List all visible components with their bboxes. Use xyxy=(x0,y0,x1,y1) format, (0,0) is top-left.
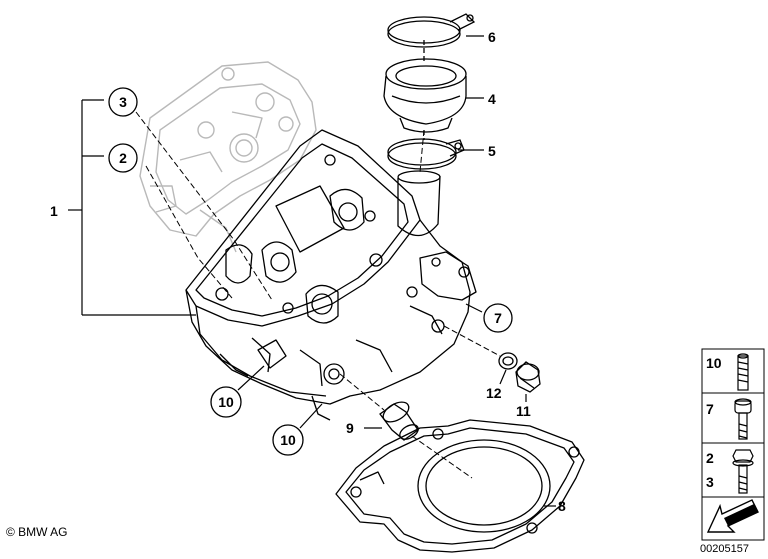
cylinder-head-gasket xyxy=(335,419,585,553)
callout-5: 5 xyxy=(488,143,496,159)
callout-10-bottom-label: 10 xyxy=(280,432,296,448)
collar-bolt-icon xyxy=(732,449,754,494)
socket-head-screw-icon xyxy=(734,398,752,440)
callout-10-left: 10 xyxy=(210,386,242,418)
callout-6: 6 xyxy=(488,29,496,45)
assembly-lines xyxy=(135,111,501,479)
hose-clamp-upper xyxy=(387,13,476,48)
callout-6-label: 6 xyxy=(488,29,496,45)
callout-8: 8 xyxy=(558,498,566,514)
ghost-cylinder-head xyxy=(139,61,317,253)
callout-9-label: 9 xyxy=(346,420,354,436)
intake-adapter xyxy=(383,40,467,133)
callout-11: 11 xyxy=(516,403,531,419)
callout-10-left-label: 10 xyxy=(218,394,234,410)
callout-7: 7 xyxy=(483,303,513,333)
legend-row-2-label: 7 xyxy=(706,401,714,417)
cylinder-head xyxy=(185,129,477,421)
sealing-ring xyxy=(498,352,518,370)
callout-2: 2 xyxy=(108,143,138,173)
diagram-id: 00205157 xyxy=(700,543,749,555)
stud-bolt-icon xyxy=(737,353,749,391)
callout-7-label: 7 xyxy=(494,310,502,326)
callout-1: 1 xyxy=(50,203,58,219)
dowel-sleeve xyxy=(379,401,419,441)
arrow-icon xyxy=(706,499,759,533)
callout-4-label: 4 xyxy=(488,91,496,107)
leader-lines xyxy=(68,35,556,507)
callout-10-bottom: 10 xyxy=(272,424,304,456)
hose-clamp-lower xyxy=(387,130,465,170)
copyright-notice: © BMW AG xyxy=(6,525,68,539)
legend-row-1-label: 10 xyxy=(706,355,722,371)
callout-2-label: 2 xyxy=(119,150,127,166)
callout-1-label: 1 xyxy=(50,203,58,219)
callout-12: 12 xyxy=(486,385,502,401)
callout-3: 3 xyxy=(108,87,138,117)
screw-plug xyxy=(515,361,541,393)
callout-4: 4 xyxy=(488,91,496,107)
callout-3-label: 3 xyxy=(119,94,127,110)
callout-11-label: 11 xyxy=(516,403,531,419)
callout-5-label: 5 xyxy=(488,143,496,159)
legend-row-3a-label: 2 xyxy=(706,450,714,466)
fastener-legend: 10 7 2 3 xyxy=(701,348,765,541)
callout-12-label: 12 xyxy=(486,385,502,401)
callout-9: 9 xyxy=(346,420,354,436)
callout-8-label: 8 xyxy=(558,498,566,514)
legend-row-3b-label: 3 xyxy=(706,474,714,490)
